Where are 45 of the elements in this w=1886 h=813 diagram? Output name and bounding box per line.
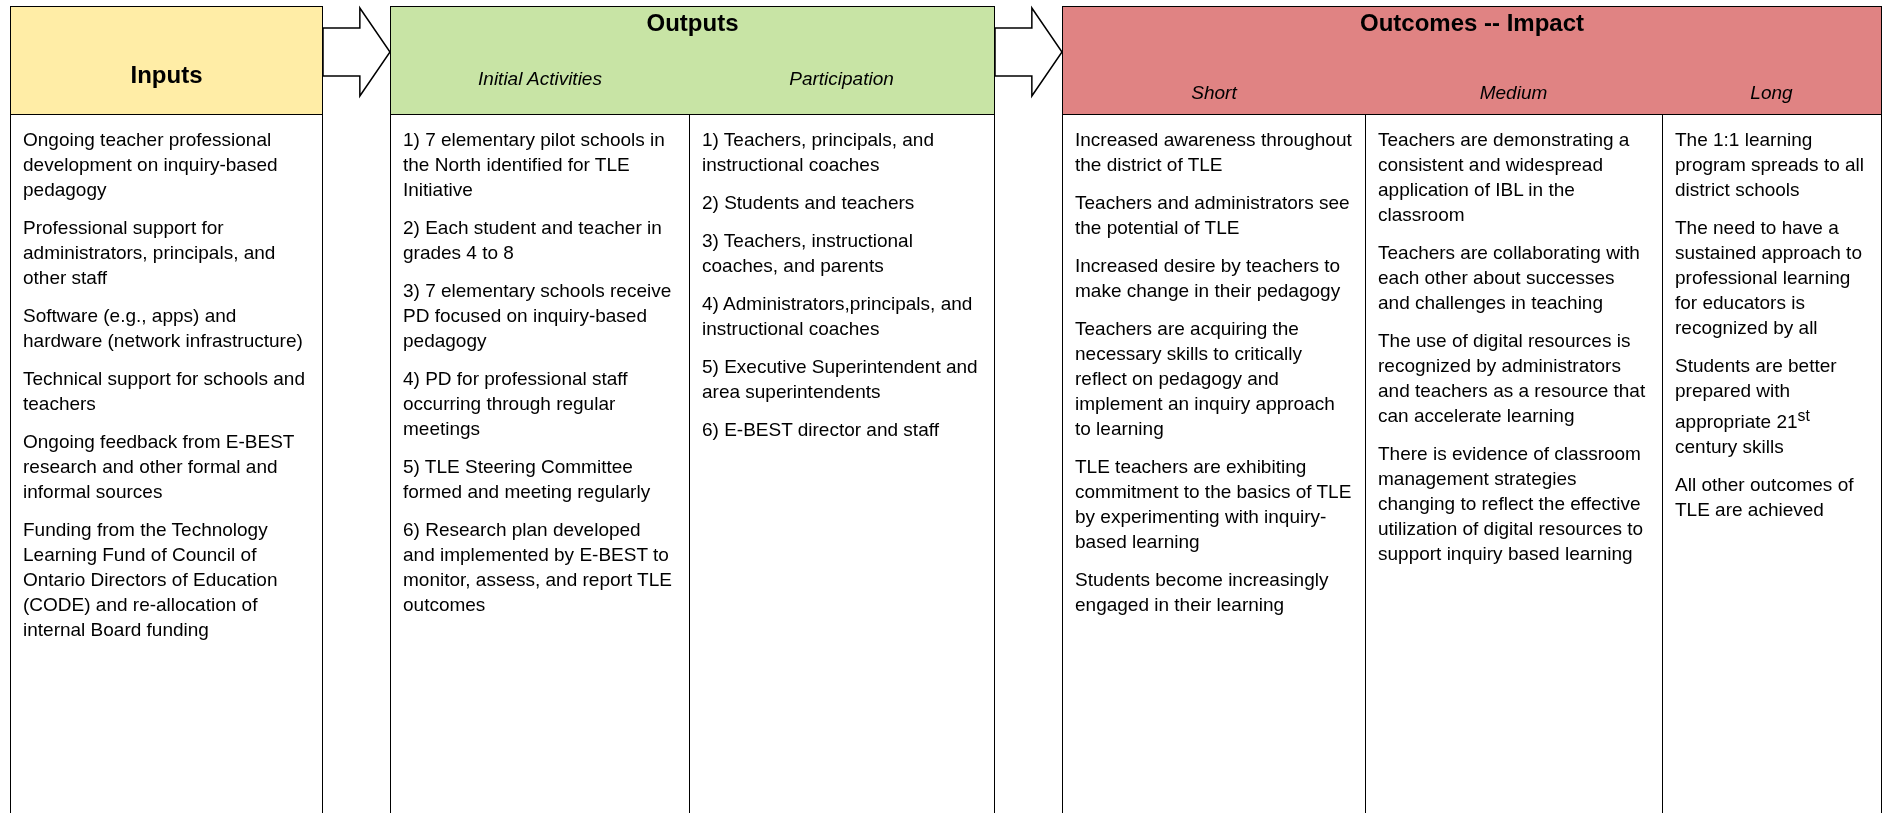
list-item-text: 2) Each student and teacher in grades 4 to 8 xyxy=(403,215,663,265)
list-item-text: 6) E-BEST director and staff xyxy=(702,417,940,442)
column-heading: Inputs xyxy=(129,61,204,89)
list-item-text: All other outcomes of TLE are achieved xyxy=(1675,472,1855,522)
list-item-text: Technical support for schools and teachers xyxy=(23,367,306,416)
list-item-text: Professional support for administrators, principals, and other staff xyxy=(23,216,277,290)
list-item-text: 6) Research plan developed and implemented by E-BEST to monitor, assess, and report TLE outcomes xyxy=(403,517,673,617)
list-item-text: 4) Administrators,principals, and instructional coaches xyxy=(702,291,974,341)
column-subheading: Initial Activities xyxy=(477,68,603,90)
outputs-panel xyxy=(390,6,995,813)
list-item-text: Ongoing feedback from E-BEST research and other formal and informal sources xyxy=(23,430,296,504)
list-item-text: Increased awareness throughout the district of TLE xyxy=(1075,127,1353,177)
list-item-text: 4) PD for professional staff occurring through regular meetings xyxy=(403,366,629,441)
panel-heading: Outputs xyxy=(645,9,740,37)
list-item-text: Students become increasingly engaged in their learning xyxy=(1075,567,1330,617)
column-subheading: Long xyxy=(1749,82,1794,104)
list-item-text: Increased desire by teachers to make change in their pedagogy xyxy=(1075,253,1342,303)
list-item-text: The need to have a sustained approach to professional learning for educators is recognized by all xyxy=(1675,215,1863,340)
column-subheading: Short xyxy=(1190,82,1239,104)
column-subheading: Participation xyxy=(788,68,895,90)
block-arrow xyxy=(994,5,1063,99)
list-item-text: 1) 7 elementary pilot schools in the North identified for TLE Initiative xyxy=(403,127,666,202)
list-item-text: Teachers are demonstrating a consistent and widespread application of IBL in the classroom xyxy=(1378,127,1631,227)
list-item-text: Software (e.g., apps) and hardware (network infrastructure) xyxy=(23,304,304,353)
list-item-text: 1) Teachers, principals, and instructional coaches xyxy=(702,127,935,177)
list-item-text: Teachers are acquiring the necessary skills to critically reflect on pedagogy and implement an inquiry approach to learning xyxy=(1075,316,1336,441)
list-item-text: 5) Executive Superintendent and area superintendents xyxy=(702,354,979,404)
panel-heading: Outcomes -- Impact xyxy=(1358,9,1585,37)
list-item-text: Ongoing teacher professional development on inquiry-based pedagogy xyxy=(23,128,279,202)
outcomes-panel xyxy=(1062,6,1882,813)
list-item-text: 5) TLE Steering Committee formed and meeting regularly xyxy=(403,454,652,504)
list-item-text: Teachers and administrators see the potential of TLE xyxy=(1075,190,1351,240)
inputs-column xyxy=(10,6,323,813)
list-item-text: Teachers are collaborating with each other about successes and challenges in teaching xyxy=(1378,240,1641,315)
list-item-text: 2) Students and teachers xyxy=(702,190,916,215)
list-item-text: The 1:1 learning program spreads to all district schools xyxy=(1675,127,1866,202)
list-item-text: The use of digital resources is recognized by administrators and teachers as a resource that can accelerate learning xyxy=(1378,328,1647,428)
list-item-text: Funding from the Technology Learning Fund of Council of Ontario Directors of Education (CODE) and re-allocation of internal Board funding xyxy=(23,518,279,642)
list-item-text: There is evidence of classroom management strategies changing to reflect the effective utilization of digital resources to support inquiry based learning xyxy=(1378,441,1645,566)
block-arrow xyxy=(322,5,391,99)
list-item-text: TLE teachers are exhibiting commitment to the basics of TLE by experimenting with inquiry-based learning xyxy=(1075,454,1353,554)
list-item-text: Students are better prepared with appropriate 21$^{st}$ century skills xyxy=(1675,353,1838,459)
column-subheading: Medium xyxy=(1478,82,1549,104)
list-item-text: 3) Teachers, instructional coaches, and parents xyxy=(702,228,914,278)
list-item-text: 3) 7 elementary schools receive PD focused on inquiry-based pedagogy xyxy=(403,278,673,353)
